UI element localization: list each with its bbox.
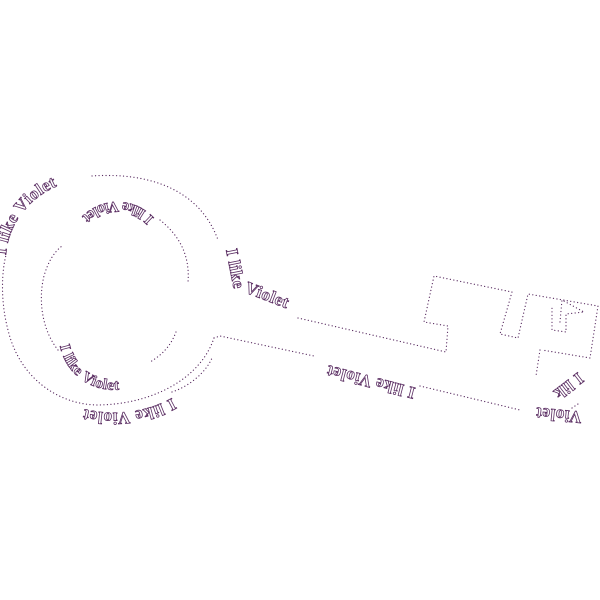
text-collar-like: I like <box>222 247 249 290</box>
text-inner-top: I like Violet <box>79 198 157 227</box>
text-inner-bottom: I like Violet <box>56 343 120 394</box>
key-outline <box>1 174 599 411</box>
key-text: I like Violet I like Violet I like Viole… <box>0 0 587 428</box>
text-outer-left: I like Violet <box>0 172 59 255</box>
text-shaft-violet: Violet <box>243 278 293 312</box>
shaft-lower-edge <box>213 335 579 411</box>
text-lower-shaft: I like Violet <box>324 361 417 402</box>
head-inner-arc <box>40 219 189 363</box>
shaft-upper-edge <box>297 275 599 359</box>
head-outer-arc <box>1 174 219 406</box>
text-outer-bottom: I like Violet <box>81 394 179 427</box>
bit-detail <box>535 299 585 377</box>
text-tip-violet: Violet <box>535 403 583 426</box>
head-outer-end <box>171 357 213 393</box>
text-tip-like: I like <box>0 0 587 404</box>
